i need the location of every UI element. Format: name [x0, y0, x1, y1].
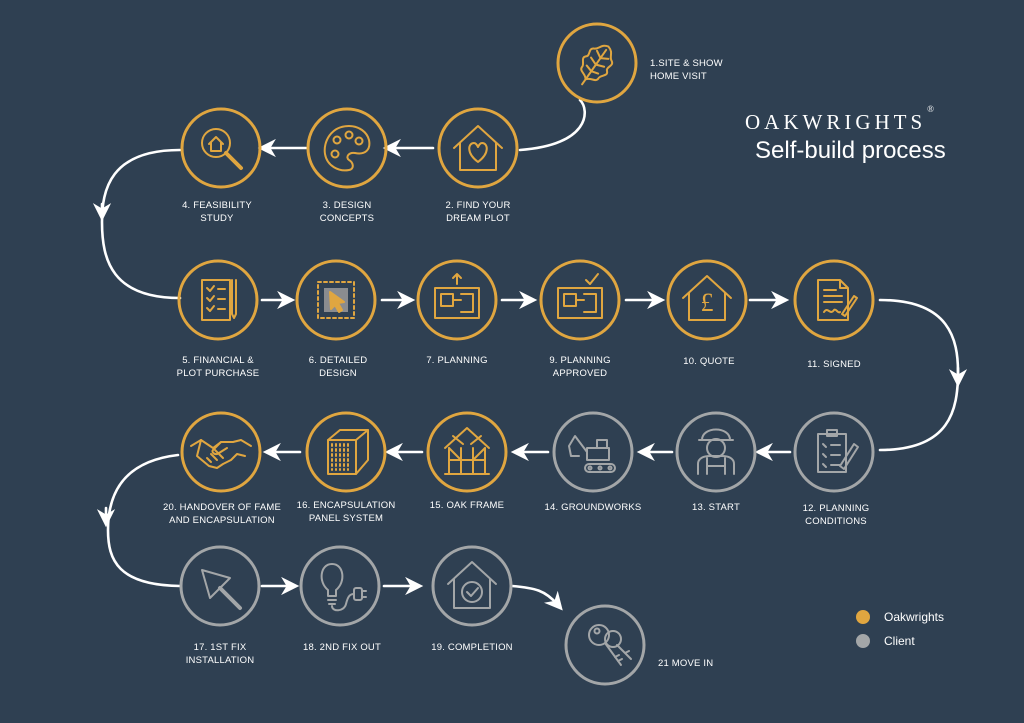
legend-oakwrights: Oakwrights — [856, 610, 944, 624]
step-label-11: 11. SIGNED — [807, 359, 861, 370]
clipboard-pencil-icon — [817, 429, 859, 473]
step-label-18: 18. 2ND FIX OUT — [303, 642, 381, 653]
legend-client-label: Client — [884, 634, 915, 648]
oak-leaf-icon — [580, 44, 614, 86]
builder-icon — [697, 428, 735, 475]
step-circle-18 — [299, 545, 381, 627]
excavator-icon — [568, 435, 616, 473]
page-title: Self-build process — [755, 137, 946, 164]
house-check-icon — [447, 561, 497, 609]
legend-client-swatch — [856, 634, 870, 648]
connector-20-17 — [106, 453, 182, 588]
brand-name: OAKWRIGHTS — [745, 110, 927, 134]
connector-11-12 — [878, 298, 960, 452]
step-circle-5 — [177, 259, 259, 341]
floorplan-approved-icon — [557, 273, 603, 319]
oak-frame-icon — [444, 427, 490, 475]
step-label-14: 14. GROUNDWORKS — [544, 502, 642, 513]
step-label-15: 15. OAK FRAME — [429, 500, 505, 511]
legend-oakwrights-label: Oakwrights — [884, 610, 945, 624]
trowel-icon — [201, 569, 242, 610]
checklist-icon — [201, 279, 237, 321]
panel-icon — [327, 429, 369, 475]
signed-document-icon — [817, 279, 858, 321]
house-pound-icon: £ — [682, 275, 732, 321]
step-circle-1 — [556, 22, 638, 104]
keys-icon — [588, 624, 632, 666]
step-circle-3 — [306, 107, 388, 189]
step-circle-6 — [295, 259, 377, 341]
step-circle-21 — [564, 604, 646, 686]
palette-icon — [323, 125, 371, 172]
bulb-plug-icon — [320, 563, 367, 612]
step-circle-12 — [793, 411, 875, 493]
house-heart-icon — [453, 125, 503, 171]
connector-4-5 — [100, 148, 182, 300]
step-circle-19 — [431, 545, 513, 627]
step-circle-9 — [539, 259, 621, 341]
registered-mark: ® — [927, 104, 934, 114]
legend-client: Client — [856, 634, 915, 648]
step-label-21: 21 MOVE IN — [658, 658, 714, 669]
step-label-10: 10. QUOTE — [683, 356, 735, 367]
step-circle-10 — [666, 259, 748, 341]
floorplan-upload-icon — [434, 273, 480, 319]
step-circle-13 — [675, 411, 757, 493]
connector-19-21 — [510, 584, 563, 611]
brand-logo: OAKWRIGHTS® — [745, 104, 934, 135]
step-circle-17 — [179, 545, 261, 627]
legend-oakwrights-swatch — [856, 610, 870, 624]
step-circle-7 — [416, 259, 498, 341]
step-label-19: 19. COMPLETION — [431, 642, 513, 653]
step-label-5: 5. FINANCIAL &PLOT PURCHASE — [176, 355, 260, 379]
handshake-icon — [190, 439, 252, 469]
step-circle-16 — [305, 411, 387, 493]
step-circle-4 — [180, 107, 262, 189]
step-circle-20 — [180, 411, 262, 493]
step-circle-15 — [426, 411, 508, 493]
step-label-7: 7. PLANNING — [426, 355, 488, 366]
step-circle-11 — [793, 259, 875, 341]
magnifier-house-icon — [201, 128, 243, 170]
step-label-13: 13. START — [692, 502, 740, 513]
step-circle-14 — [552, 411, 634, 493]
cursor-selection-icon — [317, 281, 355, 319]
svg-text:£: £ — [701, 288, 714, 317]
connector-1-2 — [518, 98, 587, 152]
step-circle-2 — [437, 107, 519, 189]
